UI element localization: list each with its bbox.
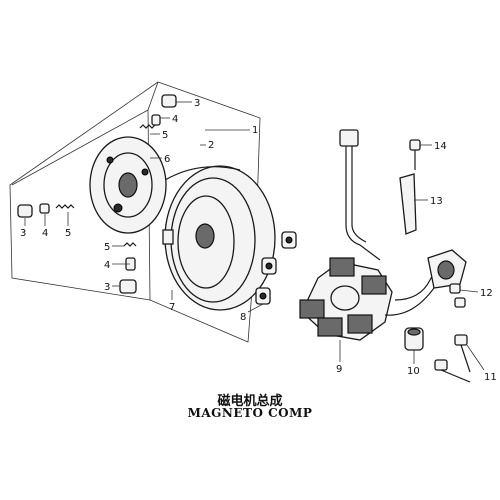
roller-set-top (139, 94, 177, 129)
stator-coil (299, 257, 393, 341)
callout-13: 13 (430, 196, 443, 207)
callout-labels: 1 2 3 4 5 6 3 4 5 5 4 3 7 8 9 10 11 12 1… (20, 98, 497, 383)
callout-7: 7 (169, 302, 175, 313)
callout-3-left: 3 (20, 228, 26, 239)
starter-clutch (89, 136, 167, 234)
callout-5-bottom: 5 (104, 242, 110, 253)
callout-2: 2 (208, 140, 214, 151)
flywheel-bolts (255, 231, 297, 305)
wiring-harness (339, 129, 446, 316)
diagram-title-english: MAGNETO COMP (187, 406, 313, 420)
callout-4: 4 (172, 114, 178, 125)
callout-10: 10 (407, 366, 420, 377)
pulser-coil (427, 249, 467, 308)
callout-12: 12 (480, 288, 493, 299)
roller-set-left (17, 203, 75, 218)
callout-11: 11 (484, 372, 497, 383)
callout-1: 1 (252, 125, 258, 136)
callout-4-bottom: 4 (104, 260, 110, 271)
callout-9: 9 (336, 364, 342, 375)
callout-5: 5 (162, 130, 168, 141)
roller-set-bottom (119, 242, 137, 294)
grommet (404, 327, 424, 351)
diagram-title-chinese: 磁电机总成 (217, 394, 283, 409)
leader-lines (24, 101, 485, 371)
callout-4-left: 4 (42, 228, 48, 239)
callout-6: 6 (164, 154, 170, 165)
assembly-outline (9, 81, 261, 343)
wire-clamp (399, 139, 421, 235)
callout-3-bottom: 3 (104, 282, 110, 293)
callout-5-left: 5 (65, 228, 71, 239)
callout-3: 3 (194, 98, 200, 109)
flywheel-rotor (162, 165, 276, 311)
stator-bolts (434, 334, 471, 383)
callout-14: 14 (434, 141, 447, 152)
callout-8: 8 (240, 312, 246, 323)
